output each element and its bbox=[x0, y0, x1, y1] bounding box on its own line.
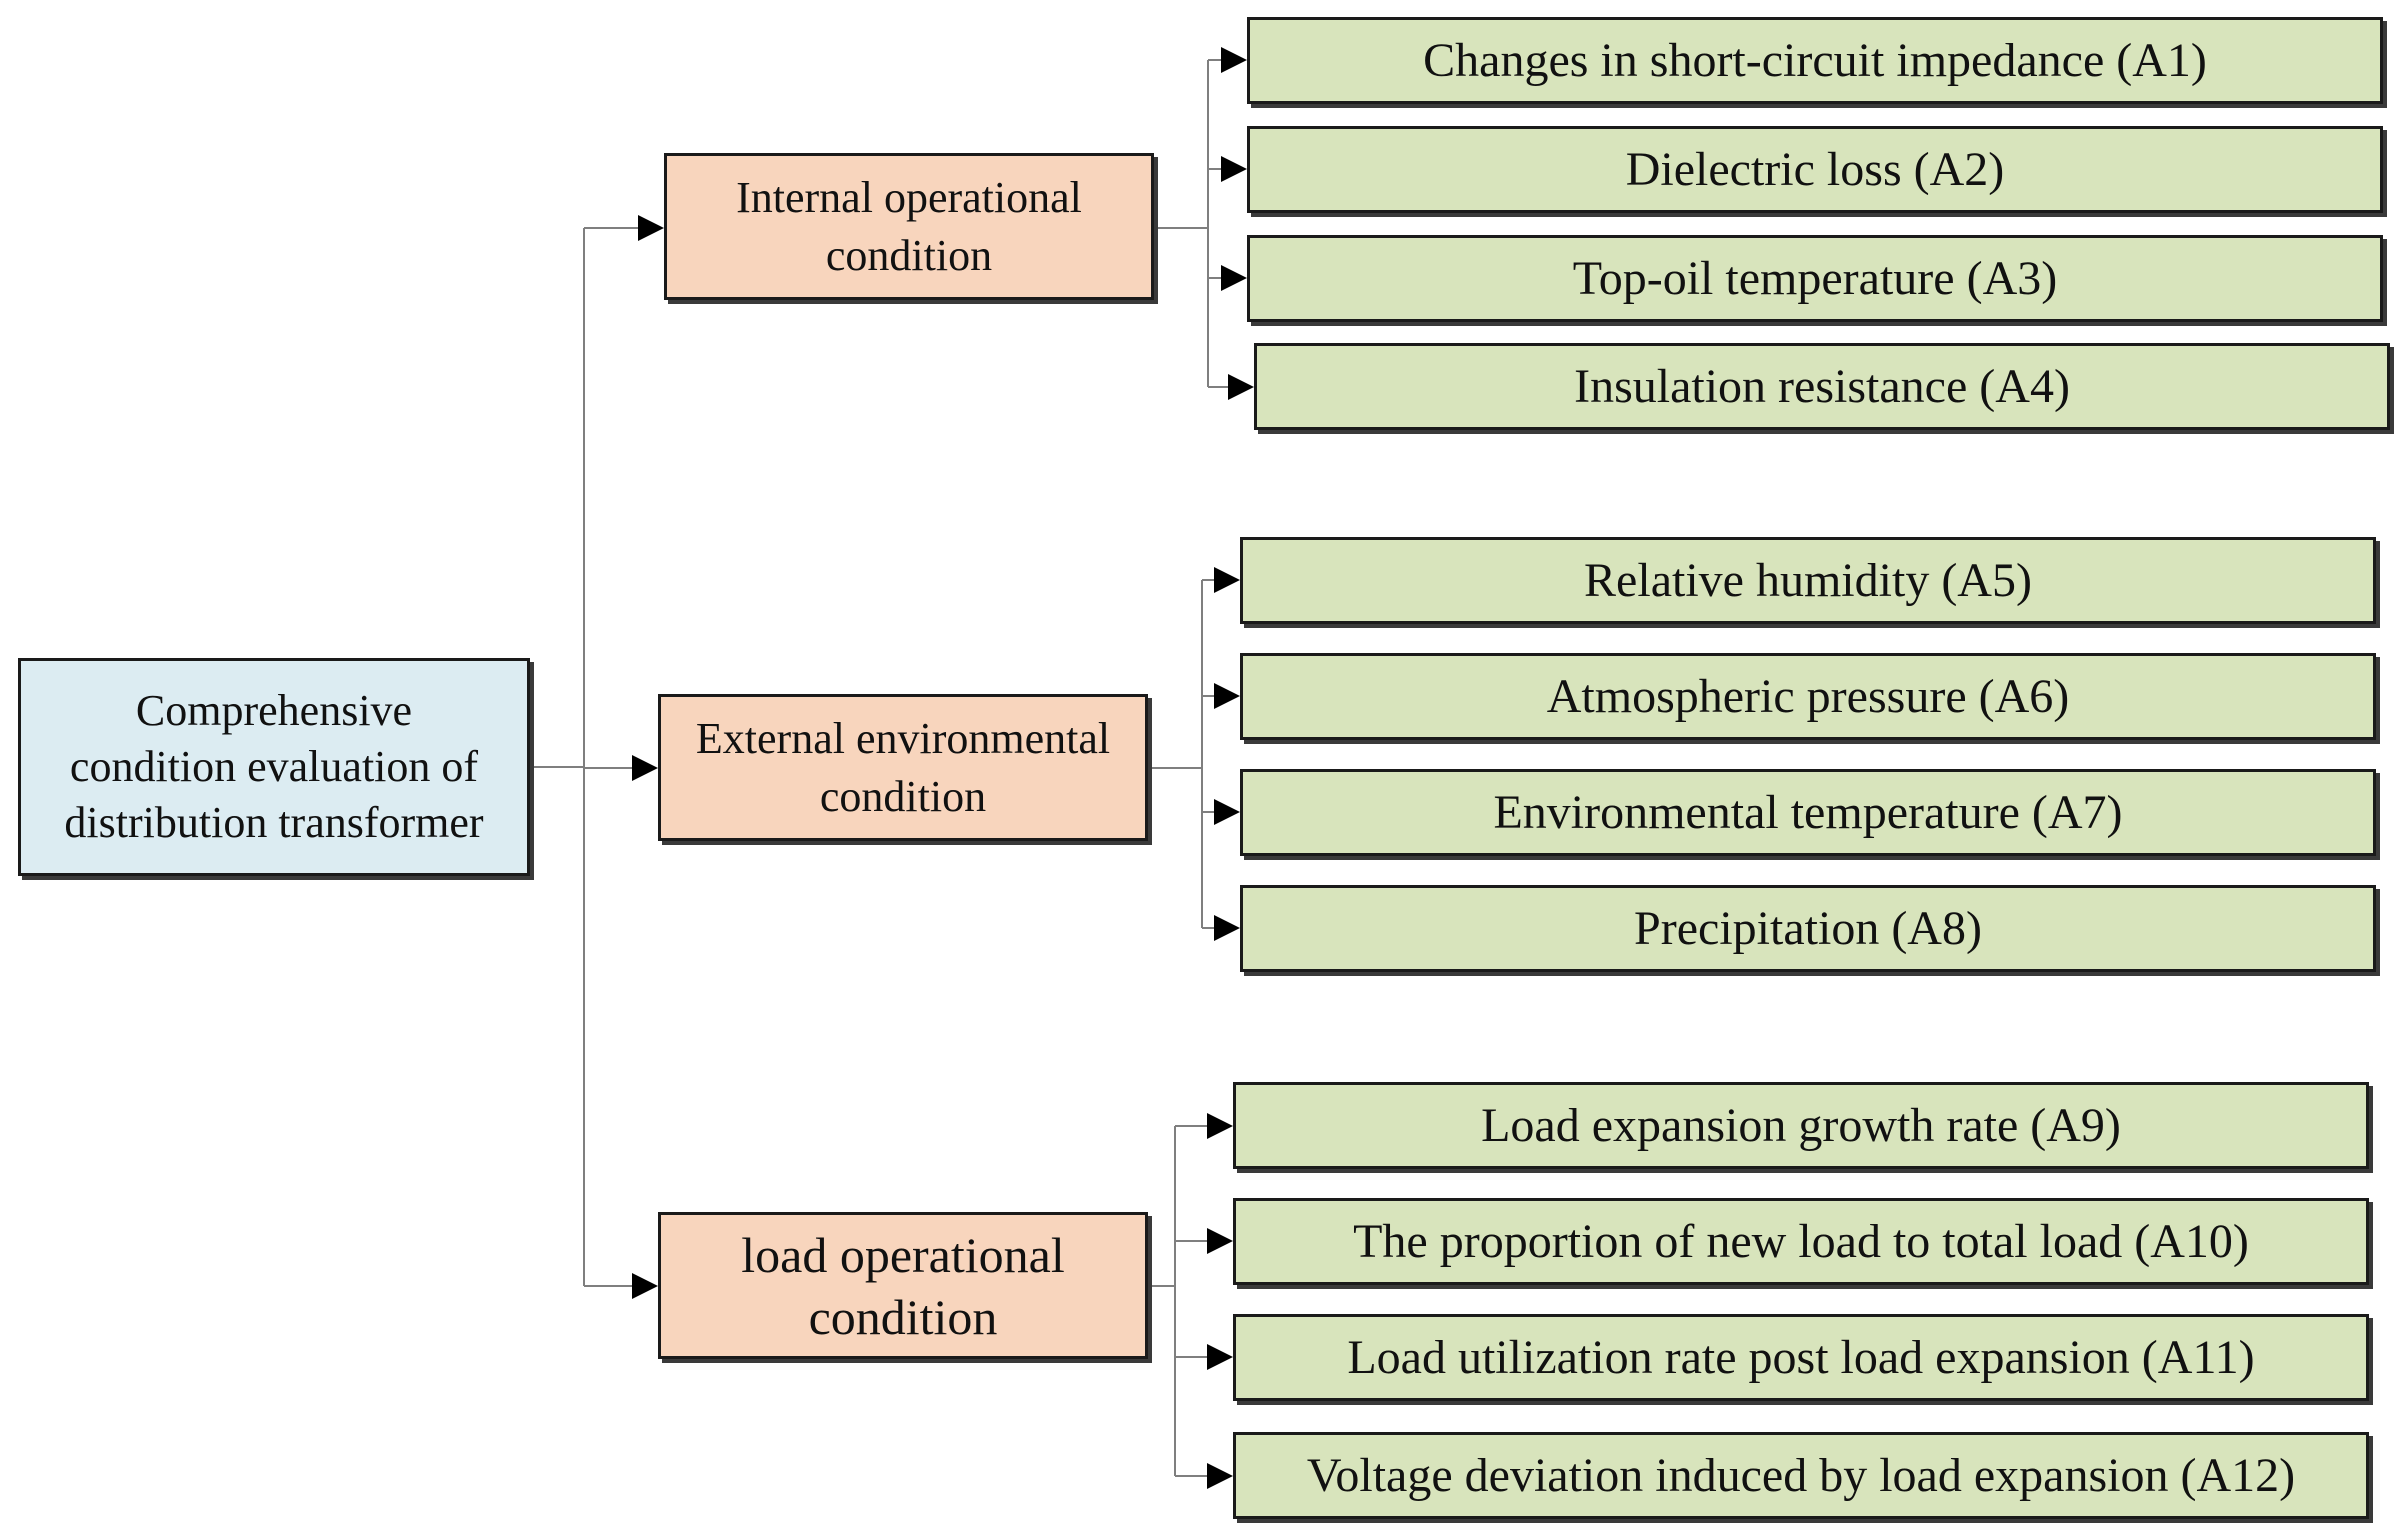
group-1-line-1: Internal operational bbox=[736, 172, 1082, 222]
group-3-item-4-arrow-arrowhead bbox=[1207, 1463, 1233, 1489]
group-external-environmental: External environmental condition bbox=[658, 694, 1148, 841]
item-a4: Insulation resistance (A4) bbox=[1254, 343, 2390, 430]
item-a11-label: Load utilization rate post load expansio… bbox=[1347, 1331, 2255, 1384]
group-3-item-1-arrow-arrowhead bbox=[1207, 1113, 1233, 1139]
group-1-item-4-arrow-arrowhead bbox=[1228, 374, 1254, 400]
item-a11: Load utilization rate post load expansio… bbox=[1233, 1314, 2369, 1401]
item-a12: Voltage deviation induced by load expans… bbox=[1233, 1432, 2369, 1519]
root-line-3: distribution transformer bbox=[64, 798, 484, 847]
item-a1-label: Changes in short-circuit impedance (A1) bbox=[1423, 34, 2207, 87]
group-3-item-3-arrow-arrowhead bbox=[1207, 1344, 1233, 1370]
item-a2: Dielectric loss (A2) bbox=[1247, 126, 2383, 213]
item-a3: Top-oil temperature (A3) bbox=[1247, 235, 2383, 322]
group-1-item-1-arrow-arrowhead bbox=[1221, 47, 1247, 73]
root-to-group-1-arrow-arrowhead bbox=[638, 215, 664, 241]
item-a6-label: Atmospheric pressure (A6) bbox=[1546, 670, 2070, 723]
item-a12-label: Voltage deviation induced by load expans… bbox=[1306, 1449, 2296, 1502]
item-a4-label: Insulation resistance (A4) bbox=[1574, 360, 2070, 413]
root-line-1: Comprehensive bbox=[135, 686, 413, 735]
group-2-line-2: condition bbox=[819, 771, 987, 821]
item-a3-label: Top-oil temperature (A3) bbox=[1572, 252, 2058, 305]
item-a9-label: Load expansion growth rate (A9) bbox=[1481, 1099, 2121, 1152]
group-2-line-1: External environmental bbox=[695, 713, 1111, 763]
group-2-item-2-arrow-arrowhead bbox=[1214, 683, 1240, 709]
item-a9: Load expansion growth rate (A9) bbox=[1233, 1082, 2369, 1169]
group-2-item-1-arrow-arrowhead bbox=[1214, 567, 1240, 593]
item-a8: Precipitation (A8) bbox=[1240, 885, 2376, 972]
group-2-item-4-arrow-arrowhead bbox=[1214, 915, 1240, 941]
group-2-item-3-arrow-arrowhead bbox=[1214, 799, 1240, 825]
item-a8-label: Precipitation (A8) bbox=[1634, 902, 1982, 955]
root-to-group-3-arrow-arrowhead bbox=[632, 1273, 658, 1299]
item-a2-label: Dielectric loss (A2) bbox=[1625, 143, 2005, 196]
item-a6: Atmospheric pressure (A6) bbox=[1240, 653, 2376, 740]
item-a7: Environmental temperature (A7) bbox=[1240, 769, 2376, 856]
root-line-2: condition evaluation of bbox=[69, 742, 479, 791]
group-3-line-1: load operational bbox=[741, 1226, 1065, 1283]
group-load-operational: load operational condition bbox=[658, 1212, 1148, 1359]
group-3-item-2-arrow-arrowhead bbox=[1207, 1228, 1233, 1254]
root-node: Comprehensive condition evaluation of di… bbox=[18, 658, 530, 876]
group-1-item-2-arrow-arrowhead bbox=[1221, 156, 1247, 182]
item-a5: Relative humidity (A5) bbox=[1240, 537, 2376, 624]
item-a5-label: Relative humidity (A5) bbox=[1584, 554, 2032, 607]
group-internal-operational: Internal operational condition bbox=[664, 153, 1154, 300]
item-a10-label: The proportion of new load to total load… bbox=[1353, 1215, 2249, 1268]
root-to-group-2-arrow-arrowhead bbox=[632, 755, 658, 781]
group-1-item-3-arrow-arrowhead bbox=[1221, 265, 1247, 291]
item-a1: Changes in short-circuit impedance (A1) bbox=[1247, 17, 2383, 104]
group-1-line-2: condition bbox=[825, 230, 993, 280]
item-a7-label: Environmental temperature (A7) bbox=[1493, 786, 2123, 839]
group-3-line-2: condition bbox=[808, 1288, 998, 1345]
item-a10: The proportion of new load to total load… bbox=[1233, 1198, 2369, 1285]
